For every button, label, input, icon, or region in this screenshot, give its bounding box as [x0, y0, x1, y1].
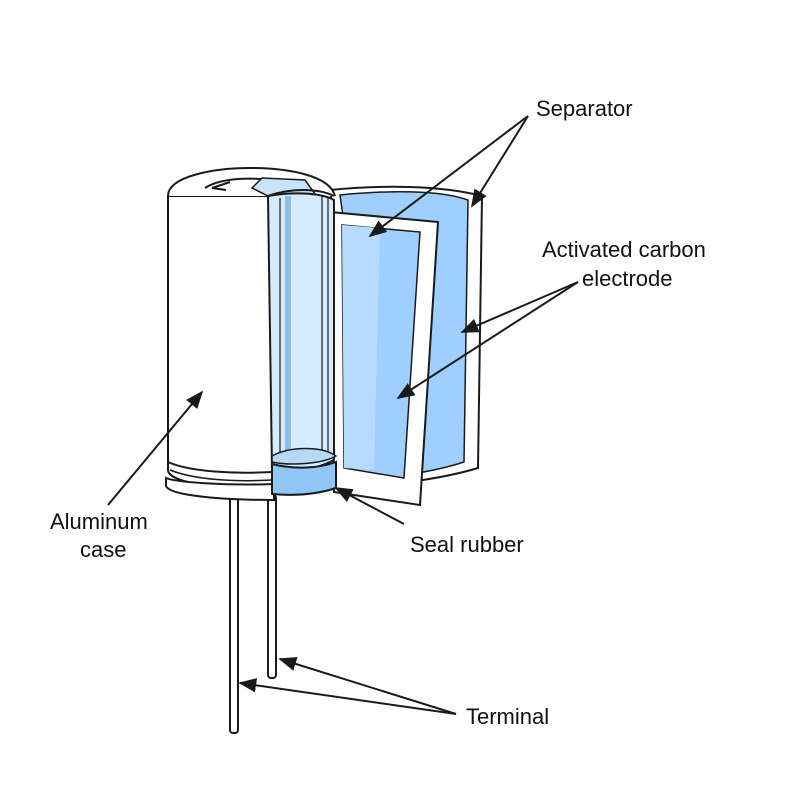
separator-arrow-outer — [471, 115, 529, 208]
terminal-leads — [229, 494, 277, 734]
aluminum-case-arrow — [107, 390, 204, 506]
separator-arrow-inner — [368, 115, 529, 238]
seal-rubber-shape — [271, 460, 337, 496]
electrode-arrow-front — [396, 281, 579, 399]
aluminum-case-label-line2: case — [80, 537, 127, 562]
cutaway-winding — [266, 189, 338, 496]
seal-rubber-arrow — [334, 487, 405, 525]
terminal-label: Terminal — [466, 704, 550, 729]
terminal-arrow-right — [278, 656, 457, 715]
terminal-lead-right — [267, 494, 277, 679]
leader-arrows — [107, 115, 579, 715]
inner-separator — [328, 210, 440, 507]
electrode-arrow-rear — [460, 281, 579, 333]
aluminum-case — [165, 166, 336, 502]
aluminum-case-label-line1: Aluminum — [50, 509, 148, 534]
electrode-label-line1: Activated carbon — [542, 237, 706, 262]
terminal-arrow-left — [238, 678, 457, 715]
terminal-lead-left — [229, 494, 239, 734]
separator-label: Separator — [536, 96, 633, 121]
electrode-label-line2: electrode — [582, 266, 673, 291]
seal-rubber-label: Seal rubber — [410, 532, 524, 557]
